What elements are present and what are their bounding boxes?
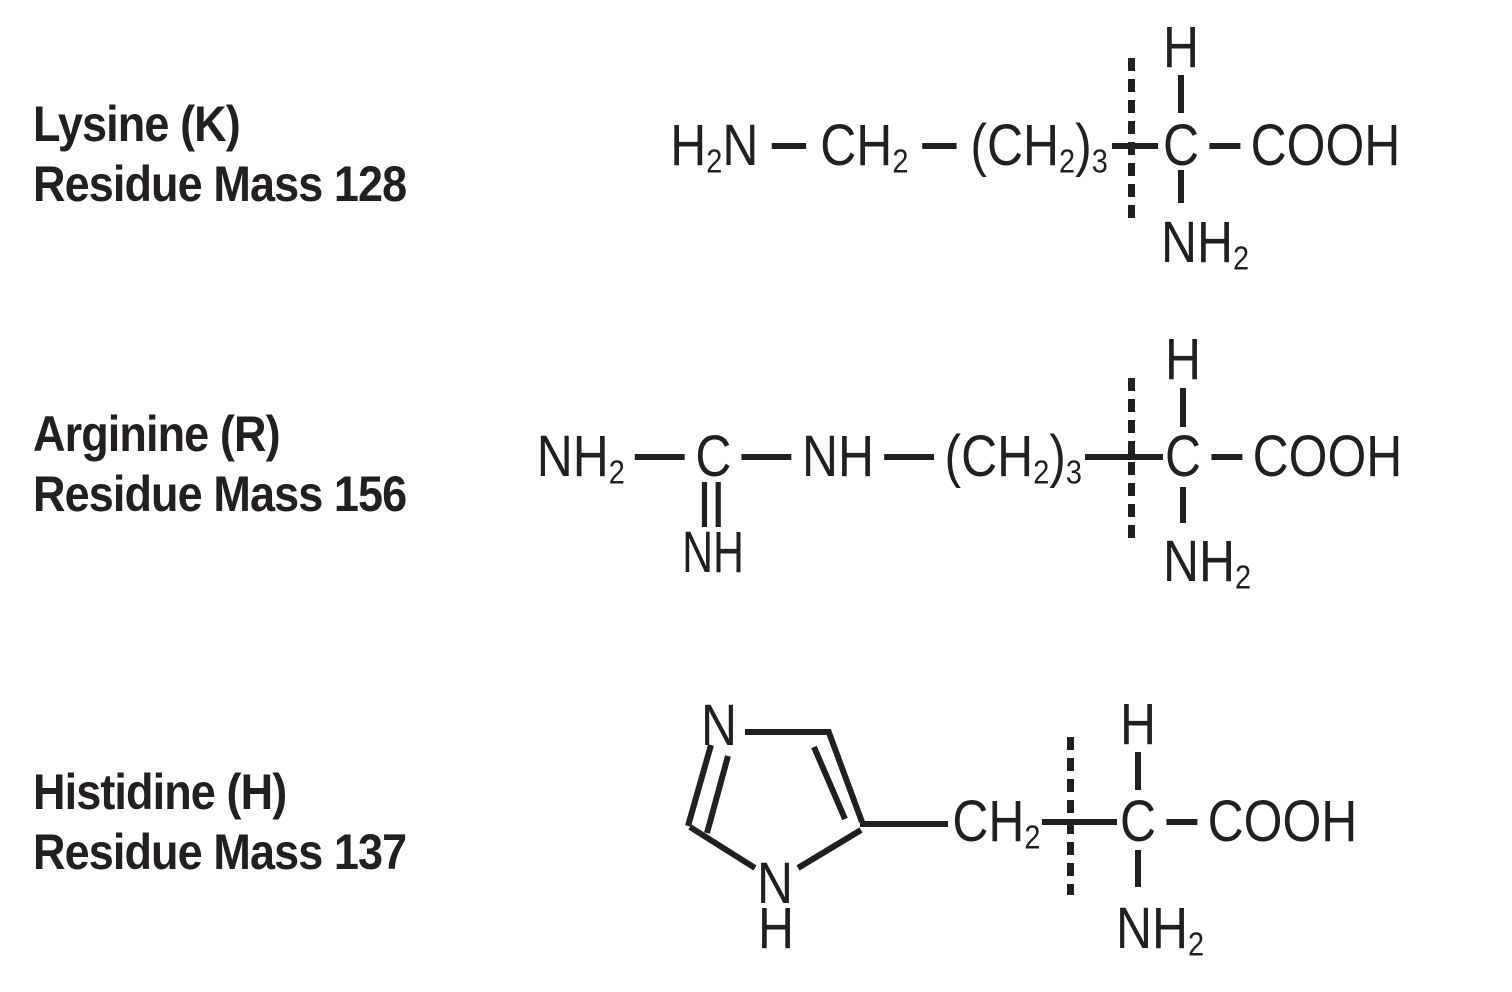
- ring-nitrogen: N: [756, 851, 794, 916]
- histidine-side-chain: CH2: [952, 787, 1040, 857]
- chain-amine-group: NH: [801, 424, 875, 489]
- amino-acid-name: Arginine (R): [33, 406, 281, 462]
- arginine-label: Arginine (R) Residue Mass 156: [33, 404, 407, 524]
- amine-group: H2N: [670, 113, 759, 181]
- imidazole-ring: [685, 728, 948, 871]
- arginine-side-chain: NH2 C NH NH (CH2)3: [536, 422, 1082, 585]
- vertical-bond: [1180, 388, 1186, 427]
- imine-group: NH: [682, 520, 745, 585]
- guanidino-carbon-group: C NH: [682, 422, 744, 585]
- alpha-hydrogen: H: [1119, 692, 1157, 757]
- lysine-alpha-group: C COOH: [1163, 111, 1400, 181]
- residue-mass-text: Residue Mass 128: [33, 156, 407, 212]
- carboxyl-group: COOH: [1252, 424, 1403, 489]
- alpha-amino-group: NH2: [1116, 896, 1205, 964]
- side-chain-to-alpha-bond: [1112, 143, 1158, 149]
- residue-boundary-dashed-line: [1067, 737, 1074, 895]
- amino-acid-name: Histidine (H): [33, 764, 287, 820]
- propylene-chain: (CH2)3: [970, 113, 1108, 181]
- alpha-hydrogen: H: [1164, 327, 1202, 392]
- lysine-label: Lysine (K) Residue Mass 128: [33, 94, 407, 214]
- single-bond: [1211, 454, 1243, 460]
- ring-nitrogen: N: [700, 693, 738, 758]
- side-chain-to-alpha-bond: [1085, 454, 1163, 460]
- alpha-amino-group: NH2: [1161, 210, 1250, 278]
- methylene-group: CH2: [820, 113, 909, 181]
- methylene-group: CH2: [951, 789, 1040, 857]
- vertical-bond: [1135, 752, 1141, 790]
- double-bond-line: [702, 482, 708, 527]
- arginine-alpha-group: C COOH: [1165, 422, 1402, 492]
- ring-double-bond-outer: [685, 744, 714, 827]
- alpha-carbon: C: [1120, 789, 1157, 854]
- single-bond: [1166, 819, 1198, 825]
- vertical-bond: [1178, 75, 1184, 113]
- guanidino-carbon: C: [695, 424, 732, 489]
- double-bond-line: [716, 482, 722, 527]
- residue-boundary-dashed-line: [1128, 378, 1135, 542]
- terminal-amine-group: NH2: [536, 424, 625, 492]
- lysine-side-chain: H2N CH2 (CH2)3: [670, 111, 1108, 181]
- carboxyl-group: COOH: [1250, 113, 1401, 178]
- histidine-alpha-group: C COOH: [1120, 787, 1357, 857]
- single-bond: [884, 454, 935, 460]
- ring-double-bond-inner: [704, 755, 731, 834]
- histidine-label: Histidine (H) Residue Mass 137: [33, 762, 407, 882]
- vertical-bond: [1180, 487, 1186, 523]
- ring-double-bond-outer: [825, 728, 865, 824]
- alpha-amino-group: NH2: [1163, 529, 1252, 597]
- amino-acid-name: Lysine (K): [33, 96, 241, 152]
- ring-nh-hydrogen: H: [757, 896, 795, 961]
- ring-bond: [688, 824, 757, 871]
- side-chain-to-alpha-bond: [1042, 819, 1117, 825]
- single-bond: [922, 143, 957, 149]
- vertical-bond: [1178, 170, 1184, 203]
- single-bond: [741, 454, 792, 460]
- single-bond: [772, 143, 807, 149]
- residue-mass-text: Residue Mass 137: [33, 824, 407, 880]
- vertical-bond: [1135, 850, 1141, 887]
- propylene-chain: (CH2)3: [944, 424, 1082, 492]
- residue-boundary-dashed-line: [1128, 58, 1135, 218]
- ring-bond: [796, 827, 863, 871]
- residue-mass-text: Residue Mass 156: [33, 466, 407, 522]
- alpha-hydrogen: H: [1162, 15, 1200, 80]
- alpha-carbon: C: [1163, 113, 1200, 178]
- single-bond: [1209, 143, 1241, 149]
- carboxyl-group: COOH: [1207, 789, 1358, 854]
- single-bond: [635, 454, 686, 460]
- ring-double-bond-inner: [811, 745, 848, 821]
- alpha-carbon: C: [1165, 424, 1202, 489]
